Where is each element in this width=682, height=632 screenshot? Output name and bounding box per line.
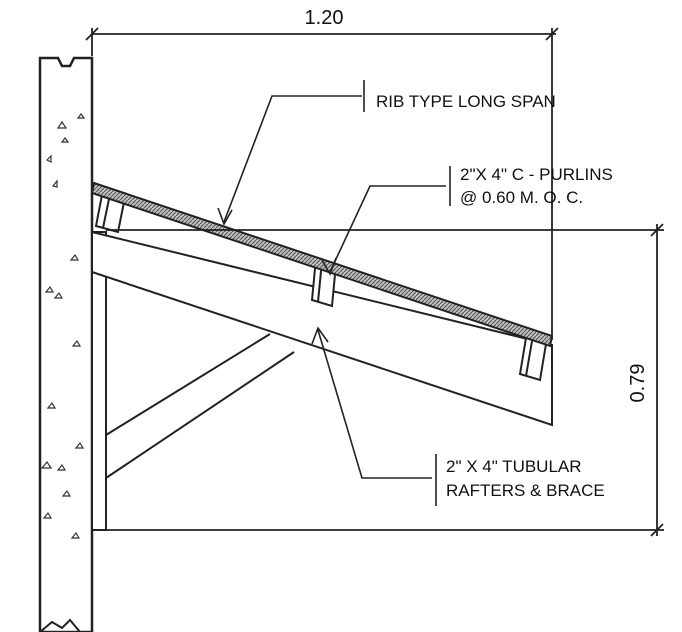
vertical-dimension	[106, 223, 664, 537]
purlins-label-line2: @ 0.60 M. O. C.	[460, 188, 583, 207]
horizontal-dimension	[85, 27, 559, 340]
purlins-label-line1: 2"X 4" C - PURLINS	[460, 165, 613, 184]
rafters-label-line2: RAFTERS & BRACE	[446, 481, 605, 500]
concrete-aggregate-marks	[40, 113, 86, 539]
concrete-wall	[38, 56, 94, 632]
purlins-leader	[321, 166, 451, 276]
roofing-label: RIB TYPE LONG SPAN	[376, 92, 556, 111]
roofing-leader	[217, 80, 365, 226]
rafters-leader	[311, 326, 437, 506]
wall-mounting-plate	[91, 231, 107, 531]
horizontal-dimension-value: 1.20	[305, 7, 344, 29]
tubular-brace	[105, 333, 295, 479]
rib-type-long-span-roofing	[90, 181, 554, 348]
rafters-label-line1: 2" X 4" TUBULAR	[446, 457, 582, 476]
tubular-rafter	[91, 230, 553, 427]
vertical-dimension-value: 0.79	[627, 364, 649, 403]
